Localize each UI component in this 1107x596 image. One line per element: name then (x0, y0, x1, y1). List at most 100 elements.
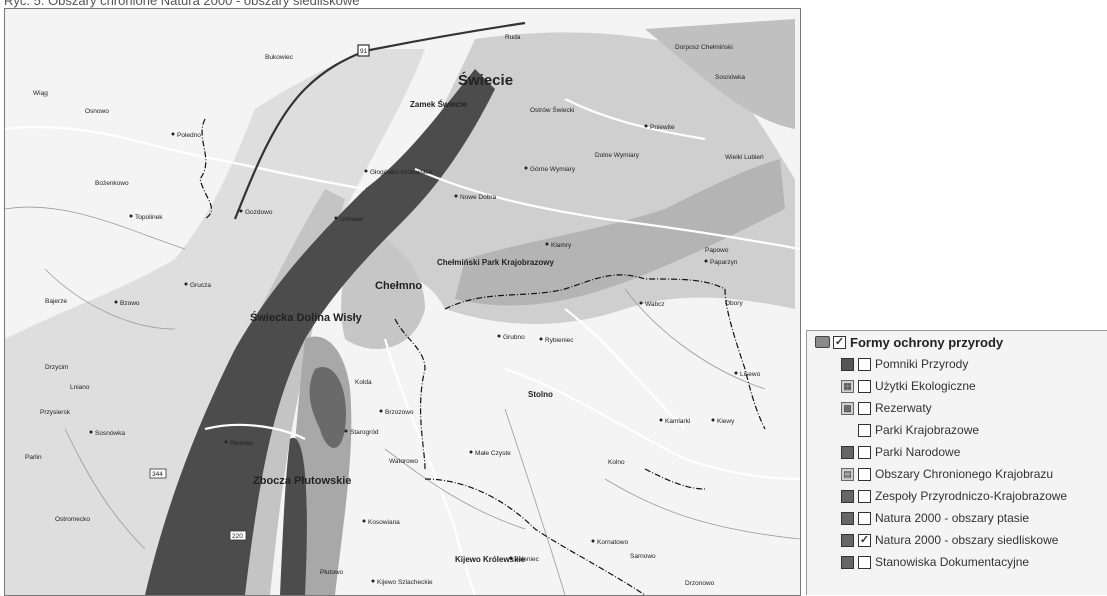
layer-label-uzytki: Użytki Ekologiczne (875, 379, 976, 393)
layer-checkbox-obszary-chronionego[interactable] (858, 467, 871, 481)
label-brzozowo: Brzozowo (385, 409, 414, 416)
label-kolda: Kolda (355, 379, 372, 386)
layer-checkbox-rezerwaty[interactable] (858, 401, 871, 415)
layer-legend-panel: ✓ Formy ochrony przyrody Pomniki Przyrod… (806, 330, 1107, 595)
protected-landscape-icon: ▤ (841, 467, 854, 481)
road-number-344: 344 (152, 471, 163, 478)
label-rybieniec: Rybieniec (545, 337, 574, 344)
label-drzonowo: Drzonowo (685, 580, 715, 587)
layer-label-parki-narodowe: Parki Narodowe (875, 445, 961, 459)
label-papowo: Papowo (705, 247, 729, 254)
label-dolne-wymiary: Dolne Wymiary (595, 152, 640, 159)
label-swiecka-dolina-wisly: Świecka Dolina Wisły (250, 311, 363, 324)
label-przysiersk: Przysiersk (40, 409, 71, 416)
layer-checkbox-zespoly[interactable] (858, 489, 871, 503)
label-paparzyn: Paparzyn (710, 259, 738, 266)
label-lisewo: Lisewo (740, 371, 761, 378)
legend-item-obszary-chronionego-krajobrazu[interactable]: ▤ Obszary Chronionego Krajobrazu (841, 463, 1053, 485)
label-pniewite: Pniewite (650, 124, 675, 131)
layer-checkbox-parki-krajobrazowe[interactable] (858, 423, 871, 437)
legend-item-rezerwaty[interactable]: ▩ Rezerwaty (841, 397, 932, 419)
label-dorposz: Dorposz Chełmiński (675, 44, 733, 51)
layer-label-stanowiska: Stanowiska Dokumentacyjne (875, 555, 1030, 569)
label-sosnowka: Sosnówka (95, 430, 125, 437)
label-wielki-lubien: Wielki Lubień (725, 154, 764, 161)
label-plutowo-south: Płutowo (320, 569, 344, 576)
label-klamry: Klamry (551, 242, 572, 249)
legend-root-row[interactable]: ✓ Formy ochrony przyrody (815, 331, 1003, 353)
zbocza-dark-patch (309, 367, 346, 448)
roads-layer (5, 98, 800, 595)
map-view[interactable]: 91 344 220 Świecie Zamek Świecie Chełmno… (4, 8, 801, 596)
layer-label-parki-krajobrazowe: Parki Krajobrazowe (875, 423, 980, 437)
layer-label-natura-siedliskowe: Natura 2000 - obszary siedliskowe (875, 533, 1059, 547)
natura-habitat-area-icon (841, 533, 854, 547)
label-ostrow: Ostrów Świecki (530, 105, 574, 114)
road-number-220: 220 (232, 533, 243, 540)
landscape-park-band (455, 159, 785, 306)
label-kijewo-szlacheckie: Kijewo Szlacheckie (377, 579, 433, 586)
label-kamlarki: Kamlarki (665, 418, 690, 425)
layer-checkbox-natura-ptasie[interactable] (858, 511, 871, 525)
legend-item-stanowiska-dokumentacyjne[interactable]: Stanowiska Dokumentacyjne (841, 551, 1029, 573)
label-drzycim: Drzycim (45, 364, 68, 371)
village-labels: Grubno Rybieniec Wabcz Kamlarki Kiewy Os… (25, 34, 764, 587)
label-ostromecko: Ostromecko (55, 516, 90, 523)
label-kosowiana: Kosowiana (368, 519, 400, 526)
reserve-icon: ▩ (841, 401, 854, 415)
folder-icon (815, 336, 830, 348)
label-nowe-dobra: Nowe Dobra (460, 194, 497, 201)
legend-item-uzytki-ekologiczne[interactable]: ▦ Użytki Ekologiczne (841, 375, 976, 397)
label-bzowo: Bzowo (120, 300, 140, 307)
minor-roads (5, 206, 800, 595)
label-sarnowo: Sarnowo (630, 553, 656, 560)
layer-label-zespoly: Zespoły Przyrodniczo-Krajobrazowe (875, 489, 1068, 503)
nature-landscape-complex-icon (841, 489, 854, 503)
protected-landscape-west (5, 49, 425, 595)
label-bozenkowo: Bożenkowo (95, 180, 129, 187)
figure-caption: Ryc. 5. Obszary chronione Natura 2000 - … (4, 0, 360, 8)
label-jeleniec: Jeleniec (515, 556, 540, 563)
label-kornatowo: Kornatowo (597, 539, 628, 546)
label-starogrod: Starogród (350, 429, 379, 436)
legend-item-natura-ptasie[interactable]: Natura 2000 - obszary ptasie (841, 507, 1029, 529)
legend-item-pomniki-przyrody[interactable]: Pomniki Przyrody (841, 353, 968, 375)
map-canvas[interactable]: 91 344 220 Świecie Zamek Świecie Chełmno… (5, 9, 800, 595)
layer-checkbox-uzytki[interactable] (858, 379, 871, 393)
label-unislaw: Unisław (340, 216, 363, 223)
label-ruda: Ruda (505, 34, 521, 41)
legend-item-zespoly-przyrodniczo-krajobrazowe[interactable]: Zespoły Przyrodniczo-Krajobrazowe (841, 485, 1067, 507)
label-kijewo-krolewskie: Kijewo Królewskie (455, 555, 526, 564)
layer-checkbox-natura-siedliskowe[interactable]: ✓ (858, 533, 871, 547)
label-wiag: Wiąg (33, 90, 48, 97)
layer-checkbox-stanowiska[interactable] (858, 555, 871, 569)
legend-item-parki-narodowe[interactable]: Parki Narodowe (841, 441, 960, 463)
layer-label-rezerwaty: Rezerwaty (875, 401, 932, 415)
layer-checkbox-pomniki[interactable] (858, 357, 871, 371)
label-kolno: Kolno (608, 459, 625, 466)
root-layer-label: Formy ochrony przyrody (850, 334, 1004, 350)
root-layer-checkbox[interactable]: ✓ (833, 335, 846, 349)
legend-item-natura-siedliskowe[interactable]: ✓ Natura 2000 - obszary siedliskowe (841, 529, 1058, 551)
label-watorowo: Watorowo (389, 458, 418, 465)
natural-monument-icon (841, 357, 854, 371)
label-chelmno: Chełmno (375, 280, 422, 292)
label-poledno: Poledno (177, 132, 201, 139)
label-grubno: Grubno (503, 334, 525, 341)
label-male-czyste: Małe Czyste (475, 450, 511, 457)
label-kiewy: Kiewy (717, 418, 735, 425)
road-shield-220 (229, 530, 247, 541)
legend-item-parki-krajobrazowe[interactable]: Parki Krajobrazowe (841, 419, 979, 441)
label-bukowiec: Bukowiec (265, 54, 294, 61)
layer-label-obszary-chronionego: Obszary Chronionego Krajobrazu (875, 467, 1054, 481)
label-sosnowka-north: Sosnówka (715, 74, 745, 81)
label-glogowko: Głogówko Królewskie (370, 169, 433, 176)
layer-checkbox-parki-narodowe[interactable] (858, 445, 871, 459)
label-parlin: Parlin (25, 454, 42, 461)
label-obory: Obory (725, 300, 743, 307)
landscape-park-north (645, 19, 795, 129)
label-wabcz: Wabcz (645, 301, 665, 308)
label-lniano: Lniano (70, 384, 90, 391)
landscape-park-icon (841, 424, 854, 437)
admin-boundaries (199, 118, 766, 595)
